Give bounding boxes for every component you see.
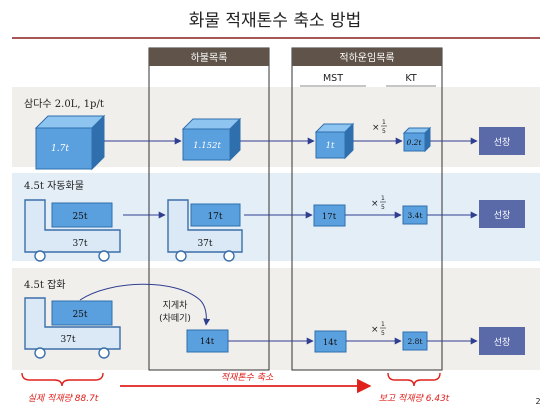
row2-ship-label: 선장	[494, 210, 511, 221]
svg-text:1: 1	[381, 195, 385, 202]
row1-source-value: 1.7t	[51, 144, 69, 154]
svg-text:1: 1	[382, 119, 386, 126]
row2-source-cargo: 25t	[72, 212, 87, 222]
row3-forklift-label-line1: 지게차	[163, 299, 189, 311]
row2-harbor-truck: 17t 37t	[167, 199, 243, 262]
svg-text:×: ×	[371, 199, 379, 209]
loading-column-header: 적하운임목록	[339, 51, 394, 64]
kt-header: KT	[405, 73, 416, 84]
row1-ratio: × 1 5	[372, 119, 387, 135]
row1-label: 삼다수 2.0L, 1p/t	[24, 98, 104, 110]
row1-ship-label: 선장	[494, 137, 511, 148]
row2-label: 4.5t 자동화물	[24, 180, 84, 192]
row3-ratio: × 1 5	[371, 321, 386, 337]
row3-ship-label: 선장	[494, 337, 511, 348]
row3-forklift-label-line2: (차떼기)	[159, 312, 191, 324]
row3-source-truck-weight: 37t	[60, 335, 75, 345]
row1-mst-box: 1t	[314, 122, 355, 160]
harbor-column-header-bg	[149, 48, 269, 66]
svg-text:×: ×	[372, 123, 380, 133]
reported-load-label: 보고 적재량 6.43t	[379, 393, 450, 404]
row1-kt-value: 0.2t	[407, 138, 423, 147]
row1-kt-box: 0.2t	[402, 126, 432, 153]
row3-ship-box	[479, 327, 525, 355]
row3-mst-value: 14t	[323, 338, 338, 348]
row1-harbor-box: 1.152t	[181, 117, 242, 162]
loading-column-header-bg	[292, 48, 442, 66]
row1-ship-box	[479, 127, 525, 155]
row2-source-truck: 25t 37t	[24, 199, 121, 262]
row2-ratio: × 1 5	[371, 195, 386, 211]
row3-source-truck: 25t 37t	[24, 297, 121, 359]
row3-source-cargo: 25t	[72, 310, 87, 320]
row1-mst-value: 1t	[326, 141, 335, 151]
page-number: 2	[535, 397, 540, 406]
actual-load-label: 실제 적재량 88.7t	[28, 393, 99, 404]
row3-label: 4.5t 잡화	[24, 279, 66, 291]
row3-forklift-curve	[79, 283, 211, 326]
row3-kt-value: 2.8t	[408, 337, 423, 346]
svg-text:×: ×	[371, 325, 379, 335]
svg-text:5: 5	[381, 204, 385, 211]
row3-harbor-value: 14t	[200, 337, 215, 347]
harbor-column-header: 하불목록	[191, 51, 228, 64]
actual-load-brace	[21, 372, 104, 387]
row1-source-box: 1.7t	[34, 114, 106, 171]
row2-kt-value: 3.4t	[408, 211, 423, 220]
row2-harbor-cargo: 17t	[207, 212, 222, 222]
row2-ship-box	[479, 200, 525, 228]
row2-mst-value: 17t	[322, 212, 337, 222]
svg-text:5: 5	[382, 128, 386, 135]
page-title: 화물 적재톤수 축소 방법	[189, 11, 362, 31]
reported-load-brace	[387, 372, 441, 387]
row1-harbor-value: 1.152t	[193, 141, 221, 151]
row2-harbor-truck-weight: 37t	[197, 239, 212, 249]
row2-source-truck-weight: 37t	[72, 239, 87, 249]
svg-text:1: 1	[381, 321, 385, 328]
svg-text:5: 5	[381, 330, 385, 337]
mst-header: MST	[323, 73, 343, 84]
reduction-label: 적재톤수 축소	[221, 372, 274, 383]
